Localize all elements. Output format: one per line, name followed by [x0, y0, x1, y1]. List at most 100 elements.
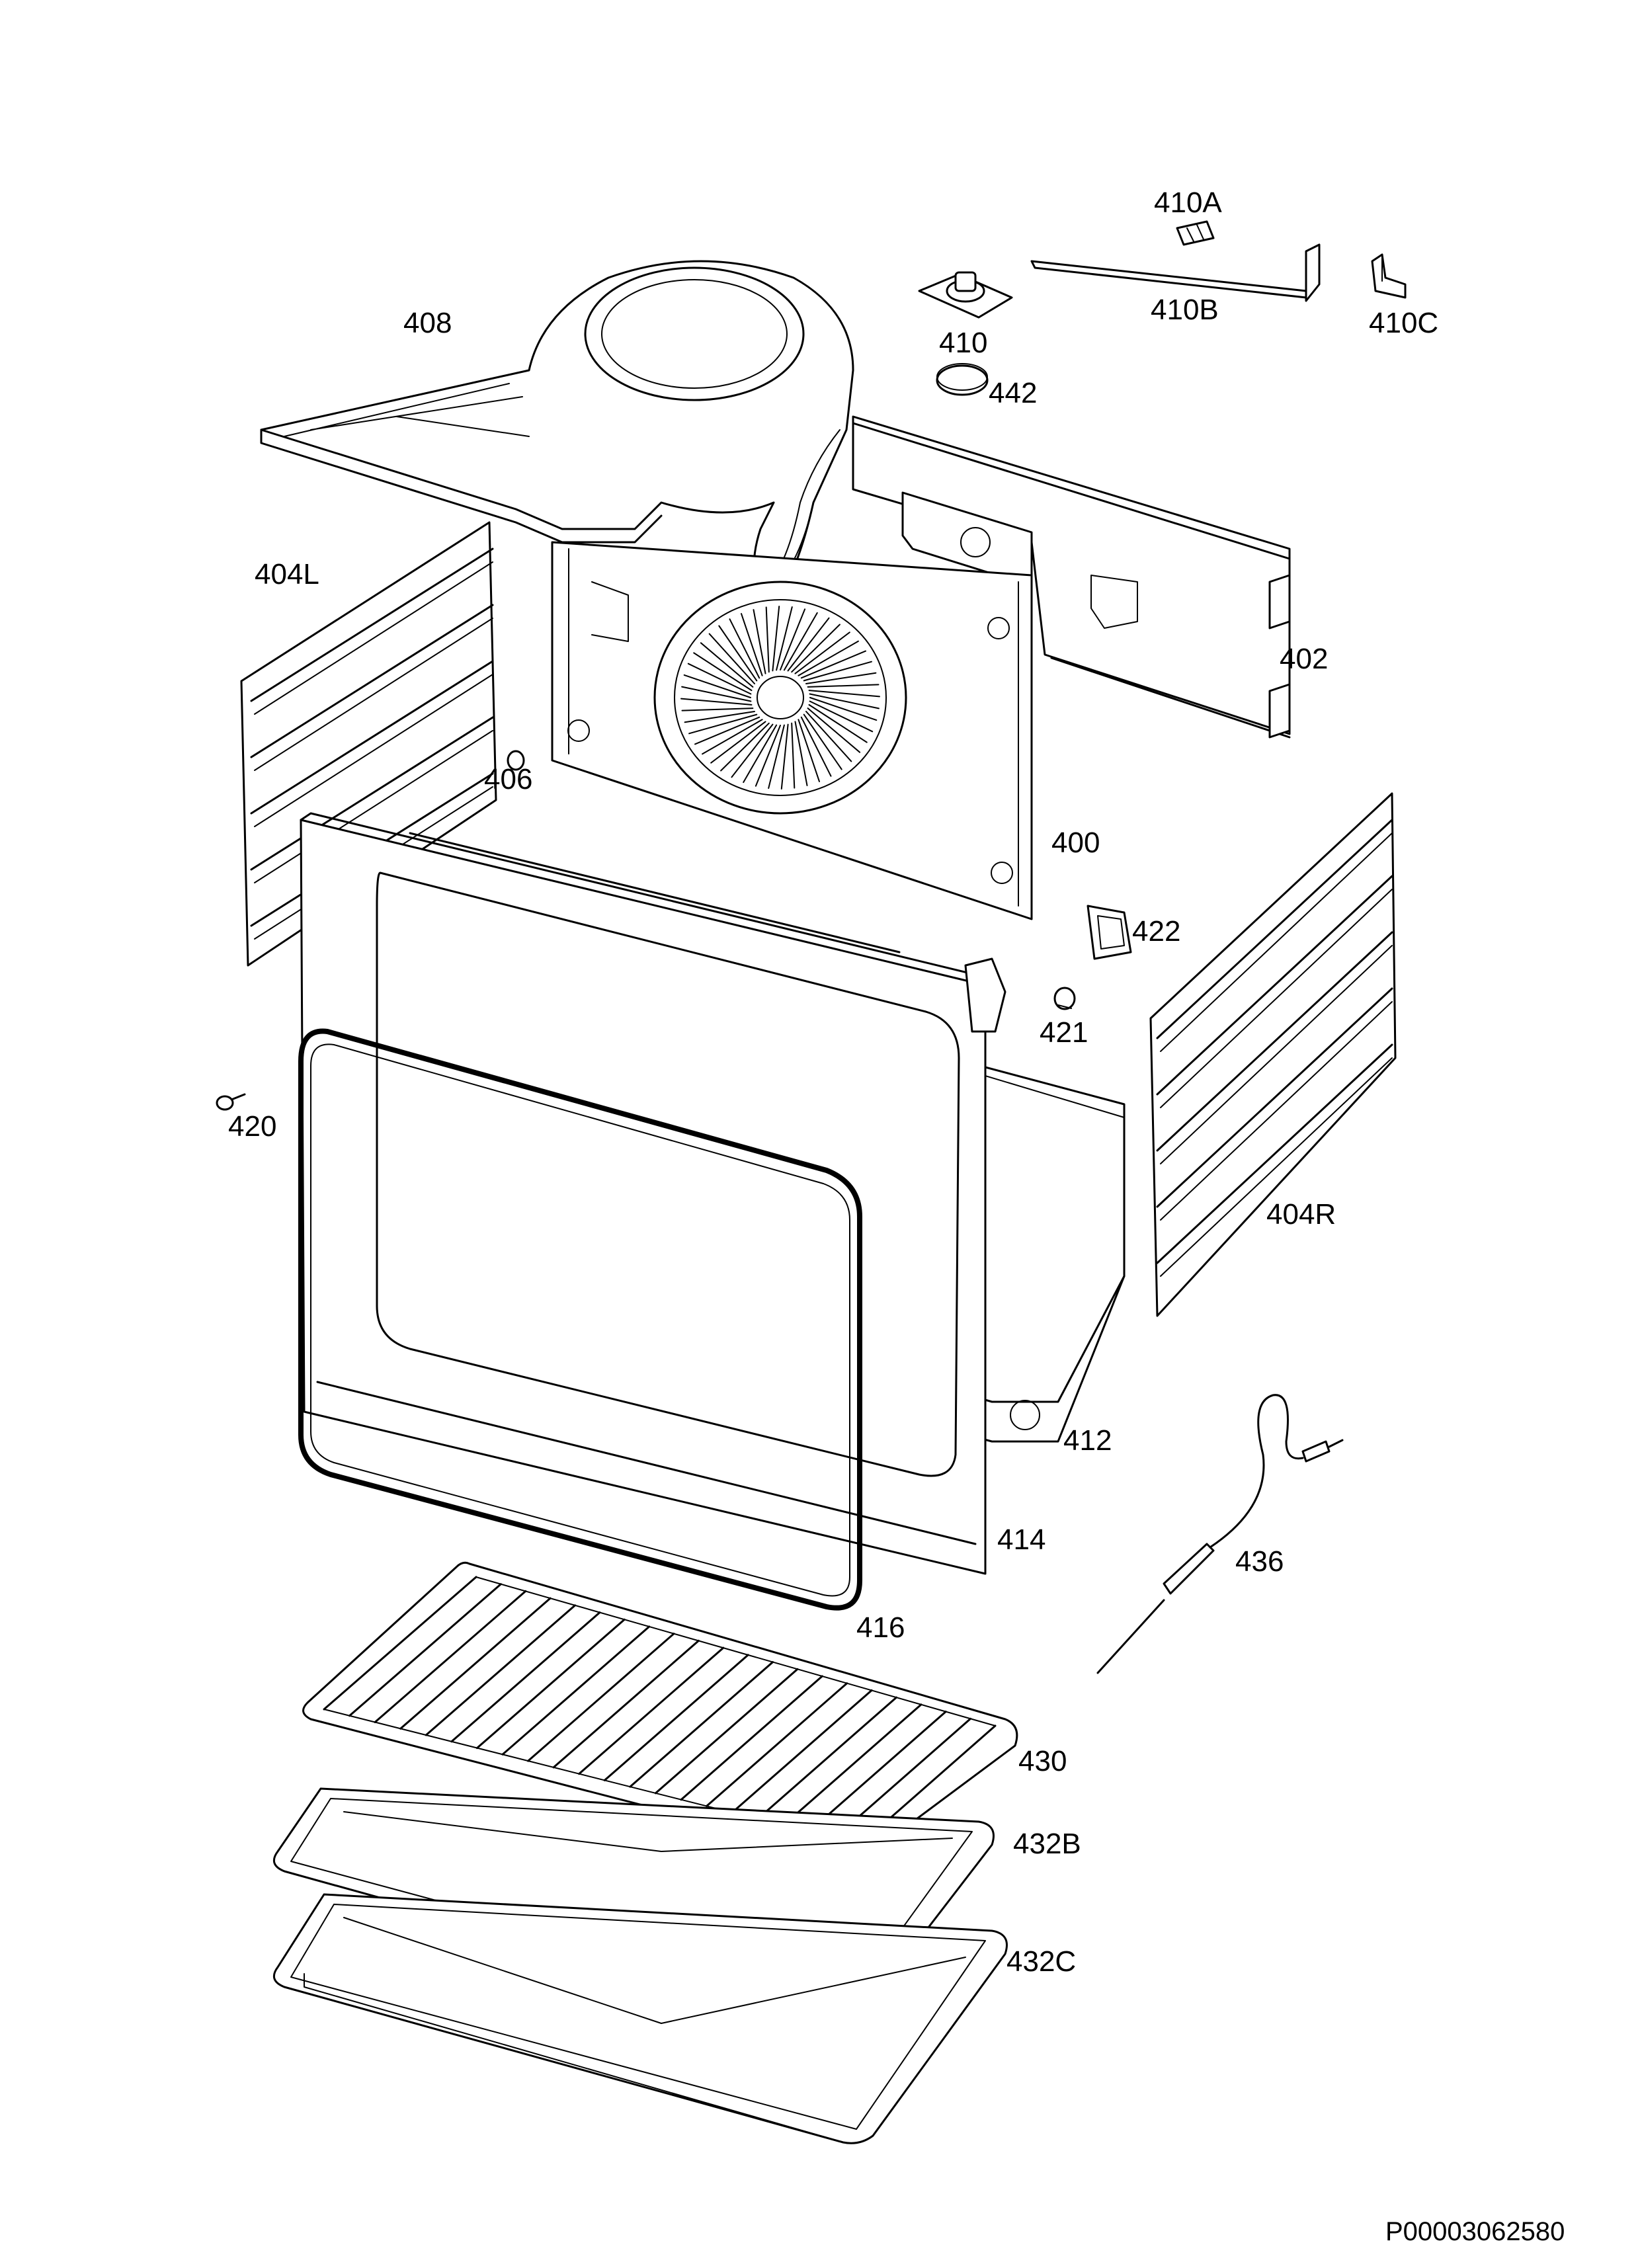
right-rail-bar-inner	[1160, 945, 1393, 1164]
part-422-lamp-socket	[1086, 905, 1132, 960]
fan-blade-stroke	[680, 698, 753, 706]
label-410A: 410A	[1154, 186, 1222, 219]
fan-blade-stroke	[688, 713, 758, 735]
fan-blade-stroke	[798, 719, 820, 782]
label-430: 430	[1018, 1745, 1067, 1777]
right-rail-bar	[1156, 875, 1393, 1096]
fan-blade-stroke	[718, 625, 758, 682]
fan-blade-stroke	[800, 716, 832, 777]
left-rail-bar	[250, 660, 494, 815]
left-rail-bar	[250, 716, 494, 871]
fan-blade-stroke	[809, 693, 880, 709]
fan-blade-stroke	[684, 711, 755, 723]
rack-bar	[552, 1639, 700, 1769]
part-414-front-frame	[300, 812, 1006, 1575]
fan-blade-stroke	[805, 672, 877, 684]
label-432B: 432B	[1013, 1828, 1081, 1860]
label-410C: 410C	[1369, 307, 1439, 339]
right-rail-bar-inner	[1160, 889, 1393, 1108]
fan-blade-stroke	[702, 719, 763, 755]
rack-bar	[782, 1703, 922, 1827]
rack-bar	[603, 1654, 749, 1781]
label-402: 402	[1280, 643, 1329, 675]
right-rail-bar-inner	[1160, 832, 1393, 1052]
label-421: 421	[1040, 1016, 1088, 1049]
label-412: 412	[1063, 1424, 1112, 1457]
part-420-screw	[216, 1093, 246, 1111]
rack-bar	[706, 1682, 848, 1807]
label-410B: 410B	[1151, 294, 1219, 326]
label-414: 414	[997, 1523, 1046, 1556]
fan-blade-stroke	[743, 724, 778, 784]
rack-bar	[654, 1668, 799, 1795]
left-rail-bar-inner	[254, 674, 493, 827]
fan-blade-stroke	[805, 711, 852, 762]
part-404R-right-rail	[1149, 792, 1397, 1317]
reference-code: P00003062580	[1385, 2217, 1565, 2246]
rack-bar	[629, 1661, 774, 1788]
fan-blade-stroke	[808, 690, 880, 698]
fan-blade-stroke	[693, 652, 753, 692]
right-rail-bar	[1156, 819, 1393, 1039]
fan-blade-stroke	[741, 613, 763, 676]
part-410C-bracket	[1371, 253, 1407, 299]
right-rail-bar-inner	[1160, 1057, 1393, 1277]
fan-blade-stroke	[787, 617, 830, 672]
fan-blade-stroke	[780, 608, 806, 670]
label-408: 408	[403, 307, 452, 339]
label-406: 406	[484, 763, 533, 795]
fan-blade-stroke	[753, 609, 766, 674]
part-410A-clip	[1176, 220, 1215, 246]
left-rail-bar	[250, 547, 494, 702]
part-410B-rod	[1030, 243, 1321, 302]
fan-blade-stroke	[731, 723, 774, 778]
part-416-gasket	[298, 1028, 862, 1611]
left-rail-bar	[250, 604, 494, 758]
fan-blade-stroke	[681, 708, 754, 711]
fan-blade-stroke	[807, 684, 880, 688]
fan-blade-stroke	[720, 722, 770, 772]
fan-blade-stroke	[783, 612, 818, 671]
fan-blade-stroke	[681, 686, 752, 702]
rack-bar	[323, 1576, 477, 1711]
fan-blade-stroke	[772, 606, 780, 672]
right-rail-bar-inner	[1160, 1001, 1393, 1221]
part-406-nut	[507, 750, 525, 771]
fan-blade-stroke	[708, 633, 755, 684]
fan-blade-stroke	[729, 618, 760, 679]
part-432C-tray	[272, 1893, 1008, 2144]
right-rail-bar	[1156, 931, 1393, 1152]
part-408-fan-duct	[260, 260, 854, 603]
rack-bar	[807, 1711, 947, 1833]
label-410: 410	[939, 327, 988, 359]
label-436: 436	[1235, 1545, 1284, 1578]
fan-blade-stroke	[794, 721, 808, 786]
fan-blade-stroke	[776, 606, 793, 671]
fan-blade-stroke	[808, 704, 868, 743]
rack-bar	[399, 1597, 552, 1730]
fan-blade-stroke	[755, 725, 781, 787]
fan-blade-stroke	[683, 674, 751, 698]
rack-bar	[501, 1625, 651, 1756]
fan-blade-stroke	[809, 697, 878, 721]
part-410-motor	[918, 271, 1013, 319]
fan-blade-stroke	[780, 723, 789, 790]
part-400-rear-panel	[551, 541, 1033, 920]
rack-bar	[527, 1633, 675, 1762]
rack-bar	[425, 1604, 576, 1736]
left-rail-bar-inner	[254, 561, 493, 715]
fan-blade-stroke	[807, 708, 861, 753]
label-404R: 404R	[1266, 1198, 1336, 1231]
fan-blade-stroke	[710, 721, 766, 764]
fan-blade-stroke	[800, 650, 866, 679]
label-404L: 404L	[255, 558, 319, 590]
fan-blade-stroke	[803, 713, 842, 770]
fan-blade-stroke	[794, 631, 850, 674]
label-400: 400	[1051, 827, 1100, 859]
part-421-bulb	[1053, 987, 1076, 1010]
fan-blade-stroke	[765, 606, 770, 673]
left-rail-bar-inner	[254, 618, 493, 771]
rack-bar	[578, 1646, 725, 1775]
rack-bar	[450, 1611, 601, 1743]
